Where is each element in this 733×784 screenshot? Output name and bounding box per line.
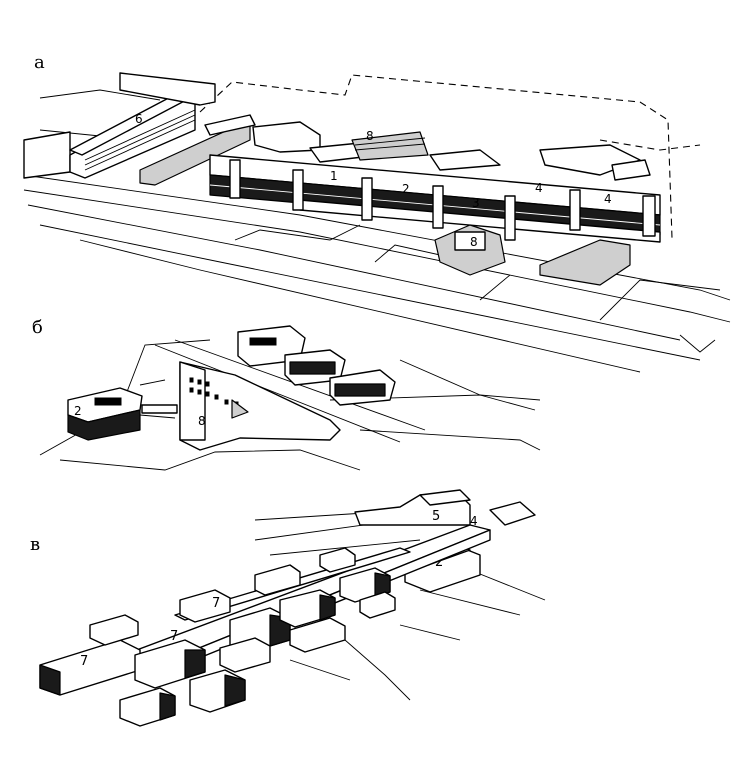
- panel-a-number-2: 2: [402, 182, 410, 196]
- panel-v-ground-south: [289, 639, 411, 701]
- panel-v-block-center-3-side: [319, 594, 336, 621]
- panel-a-road-5: [79, 239, 641, 373]
- panel-a-number-8-north: 8: [366, 129, 374, 143]
- panel-v-building-7-mid: [179, 589, 231, 623]
- panel-v-number-5: 5: [432, 509, 440, 524]
- panel-a-building-6-stripe-3: [84, 109, 196, 161]
- panel-a-tower-6: [569, 189, 581, 231]
- panel-a-north-block: [119, 72, 216, 106]
- panel-a-building-8-core: [454, 231, 486, 251]
- panel-v-building-7-west-side: [39, 664, 61, 696]
- panel-a-left-block: [23, 131, 71, 179]
- panel-v-number-4: 4: [470, 514, 478, 528]
- panel-v-block-mid-1-side: [184, 649, 206, 679]
- panel-a-paths-south: [374, 244, 721, 321]
- panel-b-atrium: [231, 399, 249, 419]
- panel-v-number-7-mid: 7: [212, 596, 220, 611]
- panel-a-tower-5: [504, 195, 516, 241]
- panel-a-rear-block-3: [429, 149, 501, 171]
- panel-a-label: а: [34, 52, 45, 73]
- panel-v-block-north-2: [254, 564, 301, 596]
- panel-a-number-3: 3: [472, 196, 480, 210]
- panel-a-south-east-block: [539, 239, 631, 286]
- panel-a-building-6-stripe-2: [84, 119, 196, 171]
- panel-b-ground-south: [59, 449, 361, 471]
- panel-b-bridge: [141, 404, 178, 414]
- panel-b-building-2-facade: [67, 409, 141, 441]
- panel-a-road-4: [39, 224, 701, 361]
- panel-v-block-north-3: [319, 547, 356, 573]
- panel-v-east-block: [489, 501, 536, 526]
- panel-v-block-center-4: [289, 617, 346, 653]
- panel-v: в 5 4 2 7 7 7: [30, 489, 546, 727]
- panel-b: б 2 8: [32, 317, 541, 471]
- panel-v-block-east-2: [359, 591, 396, 619]
- panel-b-number-8: 8: [198, 414, 206, 428]
- panel-v-number-2: 2: [435, 555, 443, 570]
- panel-a-number-4b: 4: [604, 192, 612, 206]
- panel-b-number-2: 2: [74, 404, 82, 418]
- panel-v-block-south-2-side: [159, 692, 176, 721]
- panel-v-block-north-1: [89, 614, 139, 646]
- panel-a-path-mid: [234, 224, 361, 241]
- panel-b-connectors: [139, 379, 176, 419]
- panel-b-building-8: [179, 361, 341, 451]
- panel-v-ground-east: [399, 569, 546, 641]
- panel-a-building-6-stripe-1: [84, 114, 196, 166]
- panel-a-tower-7: [642, 195, 656, 237]
- panel-b-label: б: [32, 317, 43, 338]
- panel-b-north-building-3-facade: [334, 383, 386, 397]
- panel-b-building-2-window: [94, 397, 122, 406]
- panel-a-number-1: 1: [330, 169, 338, 183]
- panel-a-tower-2: [292, 169, 304, 211]
- panel-b-building-8-front: [179, 361, 206, 441]
- panel-a-number-6: 6: [135, 112, 143, 126]
- panel-b-north-building-2-facade: [289, 361, 336, 375]
- panel-a-building-8-stripe-1: [354, 137, 426, 146]
- panel-v-block-center-2: [219, 637, 271, 673]
- panel-a-road-3: [27, 204, 681, 341]
- panel-v-number-7-south: 7: [170, 629, 178, 644]
- panel-a-tower-3: [361, 177, 373, 221]
- panel-a-road-2: [23, 189, 731, 323]
- panel-v-number-7-west: 7: [80, 654, 88, 669]
- panel-b-north-building-1-window: [249, 337, 277, 346]
- panel-a: а 6: [23, 52, 731, 373]
- panel-v-block-south-1-side: [224, 674, 246, 707]
- panel-a-building-8-north: [351, 131, 429, 161]
- panel-a-tower-1: [229, 159, 241, 199]
- panel-a-number-8-south: 8: [470, 235, 478, 249]
- panel-a-site-boundary: [199, 74, 673, 239]
- panel-v-block-east-1-side: [374, 572, 391, 598]
- panel-a-road-end: [679, 334, 716, 353]
- panel-a-number-4a: 4: [535, 181, 543, 195]
- panel-a-rear-block-east-2: [611, 159, 651, 181]
- panel-v-building-5-roof: [419, 489, 471, 506]
- panel-a-building-8-stripe-2: [354, 143, 426, 151]
- panel-a-boundary-east: [599, 139, 701, 151]
- panel-a-tower-4: [432, 185, 444, 229]
- panel-a-low-wing-roof: [204, 114, 256, 136]
- panel-v-label: в: [30, 534, 40, 555]
